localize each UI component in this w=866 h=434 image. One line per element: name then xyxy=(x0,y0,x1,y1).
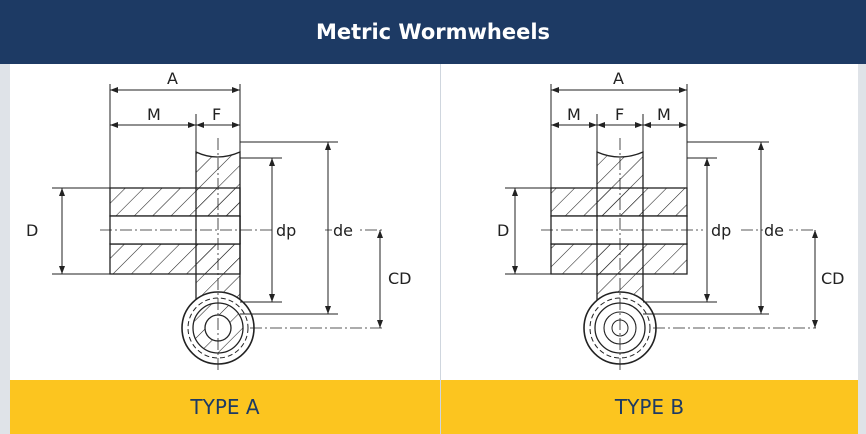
panel-divider xyxy=(440,64,441,434)
label-cd: CD xyxy=(821,269,845,288)
label-d: D xyxy=(26,221,38,240)
right-border xyxy=(858,64,866,434)
label-cd: CD xyxy=(388,269,412,288)
label-a: A xyxy=(613,69,624,88)
label-m-left: M xyxy=(567,105,581,124)
label-d: D xyxy=(497,221,509,240)
label-f: F xyxy=(212,105,221,124)
type-b-caption: TYPE B xyxy=(441,380,858,434)
type-a-diagram: A M F D dp xyxy=(26,69,412,370)
type-b-diagram: A M F M D dp xyxy=(497,69,845,370)
label-de: de xyxy=(764,221,784,240)
label-a: A xyxy=(167,69,178,88)
label-m-right: M xyxy=(657,105,671,124)
label-de: de xyxy=(333,221,353,240)
type-a-caption: TYPE A xyxy=(10,380,440,434)
label-f: F xyxy=(615,105,624,124)
type-a-panel: A M F D dp xyxy=(10,64,440,380)
page-title: Metric Wormwheels xyxy=(0,0,866,64)
type-b-panel: A M F M D dp xyxy=(441,64,858,380)
label-m: M xyxy=(147,105,161,124)
label-dp: dp xyxy=(711,221,731,240)
label-dp: dp xyxy=(276,221,296,240)
left-border xyxy=(0,64,10,434)
